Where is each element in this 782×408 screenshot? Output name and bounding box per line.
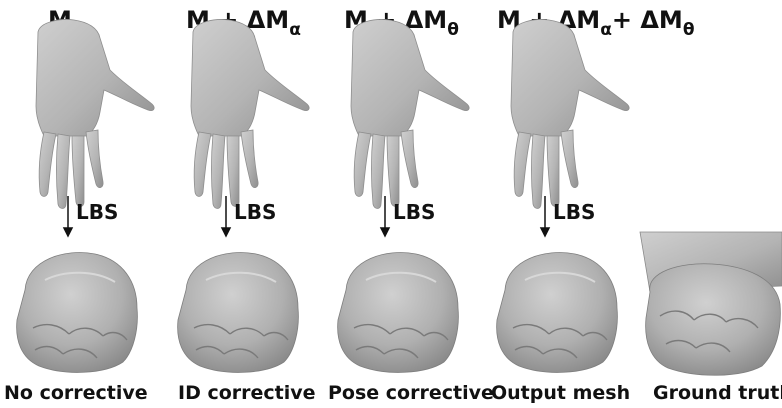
arrowhead-2 — [222, 228, 230, 236]
caption-ground-truth: Ground truth — [653, 382, 782, 404]
fist-mesh-4 — [497, 253, 618, 373]
caption-pose-corrective: Pose corrective — [328, 382, 494, 404]
arrowhead-4 — [541, 228, 549, 236]
lbs-label-1: LBS — [76, 200, 118, 224]
fist-mesh-1 — [17, 253, 138, 373]
ground-truth-fist-mesh — [640, 232, 782, 375]
open-hand-mesh-1 — [36, 20, 154, 209]
arrowhead-1 — [64, 228, 72, 236]
fist-mesh-2 — [178, 253, 299, 373]
caption-output-mesh: Output mesh — [491, 382, 630, 404]
caption-no-corrective: No corrective — [4, 382, 148, 404]
open-hand-mesh-3 — [351, 20, 469, 209]
open-hand-mesh-4 — [511, 20, 629, 209]
open-hand-mesh-2 — [191, 20, 309, 209]
lbs-label-2: LBS — [234, 200, 276, 224]
lbs-label-3: LBS — [393, 200, 435, 224]
lbs-label-4: LBS — [553, 200, 595, 224]
caption-id-corrective: ID corrective — [178, 382, 316, 404]
arrowhead-3 — [381, 228, 389, 236]
fist-mesh-3 — [338, 253, 459, 373]
